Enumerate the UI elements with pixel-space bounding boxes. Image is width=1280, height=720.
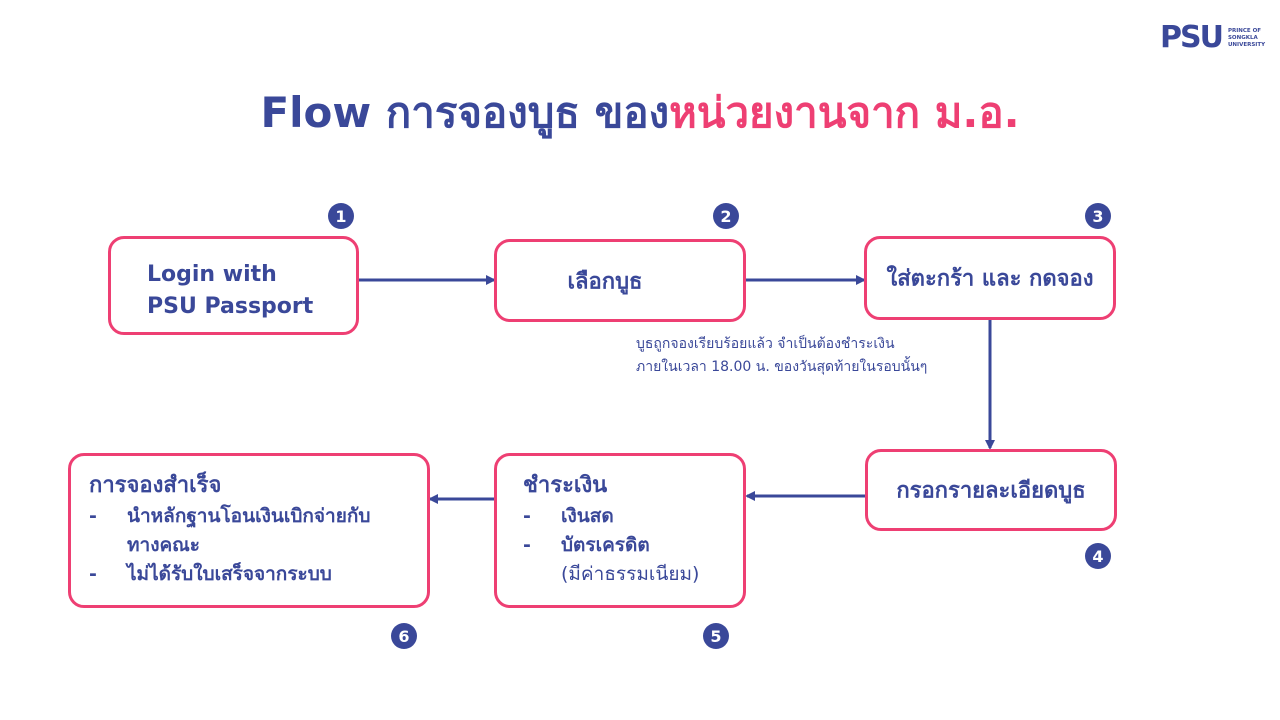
step-6-box: การจองสำเร็จ -นำหลักฐานโอนเงินเบิกจ่ายกั… <box>68 453 430 608</box>
step-6-label: การจองสำเร็จ <box>89 473 222 498</box>
psu-logo: PSU PRINCE OF SONGKLA UNIVERSITY <box>1160 20 1265 56</box>
step-1-box: Login with PSU Passport <box>108 236 359 335</box>
step-4-label: กรอกรายละเอียดบูธ <box>896 478 1086 504</box>
step-2-badge: 2 <box>713 203 739 229</box>
page-title: Flow การจองบูธ ของหน่วยงานจาก ม.อ. <box>0 80 1280 146</box>
logo-line-2: SONGKLA <box>1227 34 1258 41</box>
list-item: -ไม่ได้รับใบเสร็จจากระบบ <box>89 563 332 585</box>
logo-text: PRINCE OF SONGKLA UNIVERSITY <box>1228 28 1265 49</box>
step-5-list: -เงินสด -บัตรเครดิต(มีค่าธรรมเนียม) <box>523 502 737 589</box>
step-5-badge: 5 <box>703 623 729 649</box>
step-1-label-line-2: PSU Passport <box>147 294 314 319</box>
logo-line-3: UNIVERSITY <box>1227 41 1266 48</box>
step-2-box: เลือกบูธ <box>494 239 746 322</box>
step-4-box: กรอกรายละเอียดบูธ <box>865 449 1117 531</box>
step-6-list: -นำหลักฐานโอนเงินเบิกจ่ายกับทางคณะ -ไม่ไ… <box>89 502 421 589</box>
logo-mark: PSU <box>1160 20 1224 55</box>
step-5-box: ชำระเงิน -เงินสด -บัตรเครดิต(มีค่าธรรมเน… <box>494 453 746 608</box>
step-6-badge: 6 <box>391 623 417 649</box>
step-2-label: เลือกบูธ <box>567 269 643 294</box>
step-1-label-line-1: Login with <box>147 262 277 287</box>
payment-deadline-note: บูธถูกจองเรียบร้อยแล้ว จำเป็นต้องชำระเงิ… <box>636 333 996 379</box>
list-item: -บัตรเครดิต(มีค่าธรรมเนียม) <box>523 531 737 589</box>
note-line-1: บูธถูกจองเรียบร้อยแล้ว จำเป็นต้องชำระเงิ… <box>636 336 895 352</box>
step-3-box: ใส่ตะกร้า และ กดจอง <box>864 236 1116 320</box>
list-item: -นำหลักฐานโอนเงินเบิกจ่ายกับทางคณะ <box>89 505 371 556</box>
fee-note: (มีค่าธรรมเนียม) <box>561 563 700 585</box>
step-3-label: ใส่ตะกร้า และ กดจอง <box>886 266 1094 292</box>
title-part-2: หน่วยงานจาก ม.อ. <box>669 88 1020 137</box>
title-part-1: Flow การจองบูธ ของ <box>260 88 670 137</box>
list-item: -เงินสด <box>523 505 614 527</box>
step-5-label: ชำระเงิน <box>523 473 608 498</box>
step-1-badge: 1 <box>328 203 354 229</box>
step-4-badge: 4 <box>1085 543 1111 569</box>
step-3-badge: 3 <box>1085 203 1111 229</box>
note-line-2: ภายในเวลา 18.00 น. ของวันสุดท้ายในรอบนั้… <box>636 359 928 375</box>
logo-line-1: PRINCE OF <box>1227 27 1262 34</box>
